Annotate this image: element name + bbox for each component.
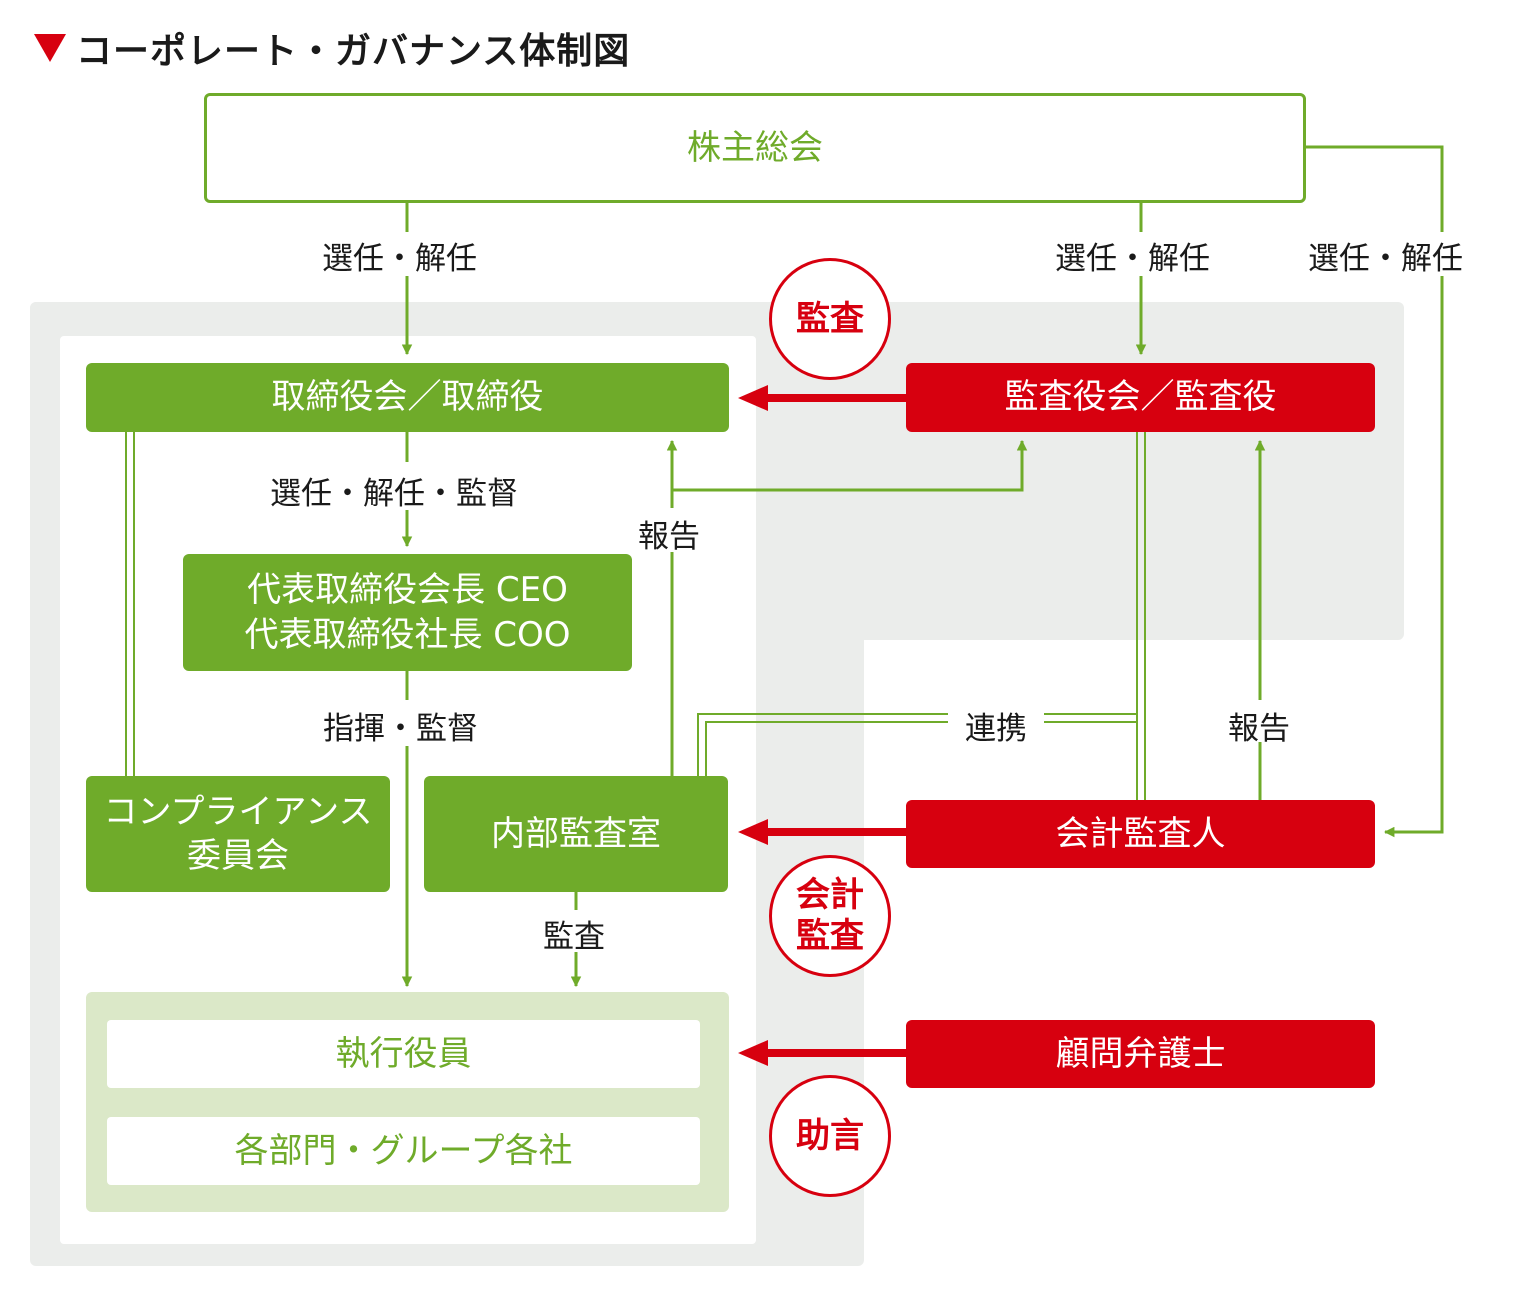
label-audit-departments: 監査: [543, 919, 605, 955]
ceo-label: 代表取締役会長 CEO: [247, 570, 568, 611]
label-cooperation: 連携: [965, 711, 1027, 747]
board-of-directors: 取締役会／取締役: [86, 363, 729, 432]
accounting-audit-circle: 会計 監査: [769, 855, 891, 977]
executive-officers: 執行役員: [107, 1020, 700, 1088]
advice-circle: 助言: [769, 1075, 891, 1197]
label-elect-dismiss-accounting: 選任・解任: [1308, 241, 1463, 277]
legal-advisor: 顧問弁護士: [906, 1020, 1375, 1088]
accounting-audit-label-2: 監査: [796, 916, 864, 956]
label-elect-dismiss-board: 選任・解任: [322, 241, 477, 277]
coo-label: 代表取締役社長 COO: [244, 614, 571, 655]
label-command-supervise: 指揮・監督: [323, 711, 478, 747]
audit-circle: 監査: [769, 258, 891, 380]
accounting-audit-label-1: 会計: [796, 875, 864, 916]
compliance-label-1: コンプライアンス: [103, 791, 373, 832]
label-elect-dismiss-auditors: 選任・解任: [1055, 241, 1210, 277]
internal-audit-office: 内部監査室: [424, 776, 728, 892]
compliance-label-2: 委員会: [186, 836, 289, 876]
label-report-board: 報告: [638, 519, 700, 555]
departments-group-companies: 各部門・グループ各社: [107, 1117, 700, 1185]
label-elect-dismiss-supervise: 選任・解任・監督: [270, 476, 518, 512]
page-title: コーポレート・ガバナンス体制図: [76, 31, 631, 72]
audit-board: 監査役会／監査役: [906, 363, 1375, 432]
shareholders-meeting: 株主総会: [204, 93, 1306, 203]
accounting-auditor: 会計監査人: [906, 800, 1375, 868]
title-triangle-icon: [34, 34, 66, 62]
label-report-auditors: 報告: [1228, 711, 1290, 747]
ceo-coo-box: 代表取締役会長 CEO 代表取締役社長 COO: [183, 554, 632, 671]
compliance-committee: コンプライアンス 委員会: [86, 776, 390, 892]
